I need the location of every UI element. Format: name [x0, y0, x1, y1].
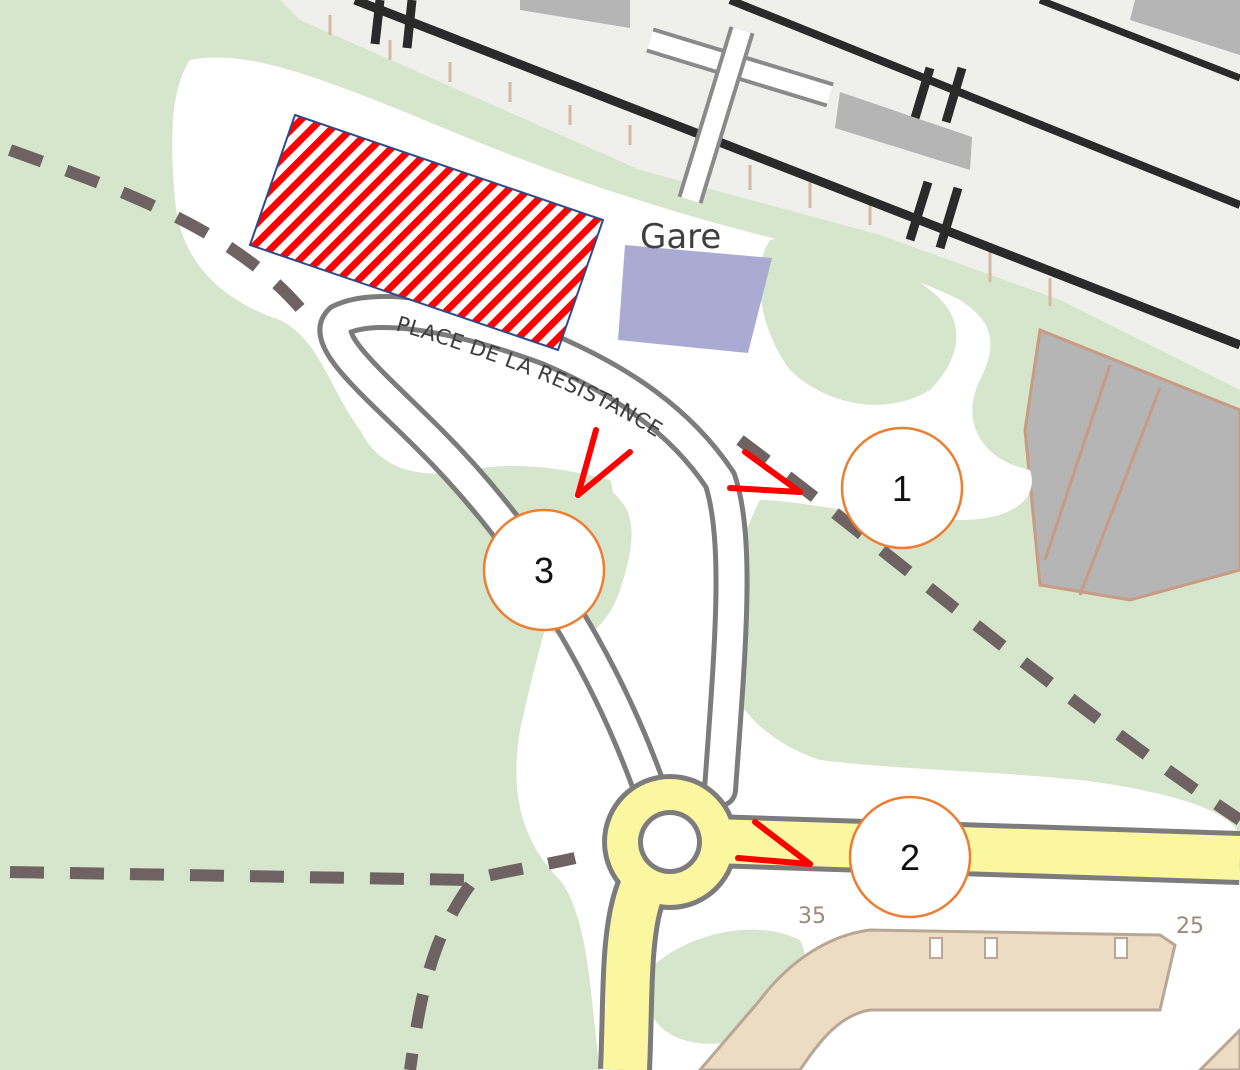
- park-island-upper-right: [759, 237, 957, 405]
- station-label: Gare: [640, 217, 721, 257]
- building-beige: [698, 928, 1177, 1070]
- building-grey-top-left: [520, 0, 630, 28]
- arrow-1: [727, 449, 803, 495]
- hatched-zone: [248, 113, 605, 352]
- arrow-2: [735, 819, 813, 867]
- marker-2: 2: [848, 795, 972, 919]
- rail-lines: [353, 0, 1240, 350]
- house-number-25: 25: [1176, 914, 1204, 939]
- park-island-right: [745, 509, 994, 746]
- building-grey-right: [1023, 327, 1240, 602]
- footpaths: [7, 144, 1240, 1070]
- arrow-3: [575, 427, 633, 498]
- station-square: [618, 245, 772, 353]
- railway-corridor: [280, 0, 1240, 390]
- marker-3-label: 3: [534, 550, 554, 591]
- building-grey-platform: [835, 92, 972, 170]
- building-grey-right-lines: [1043, 364, 1162, 596]
- marker-3: 3: [482, 508, 606, 632]
- station-footbridge: [646, 26, 834, 204]
- building-grey-top-right: [1130, 0, 1240, 55]
- marker-2-label: 2: [900, 837, 920, 878]
- marker-1: 1: [840, 426, 964, 550]
- house-number-35: 35: [798, 904, 826, 929]
- building-beige-notches: [929, 937, 1128, 959]
- rail-crossing-marks: [370, 0, 967, 250]
- railway-platform-ticks: [328, 15, 1052, 306]
- building-beige-right: [1197, 1027, 1240, 1070]
- marker-1-label: 1: [892, 468, 912, 509]
